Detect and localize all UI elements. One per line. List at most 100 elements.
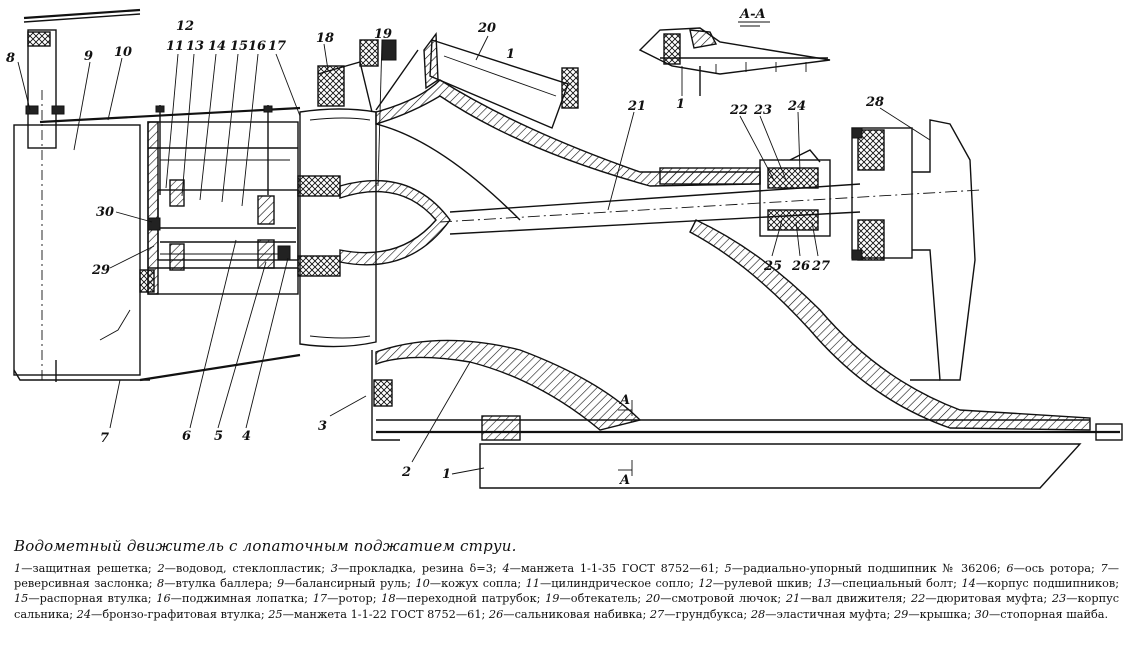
legend-item: 16—поджимная лопатка; [156,592,308,605]
legend-item-text: —прокладка, резина δ=3; [337,562,497,575]
section-a-a-inset [638,21,831,96]
legend-item-number: 6 [1006,562,1014,575]
legend-item-number: 2 [157,562,165,575]
legend-item-number: 23 [1051,592,1067,606]
legend-item-text: —водовод, стеклопластик; [164,562,326,575]
water-duct [375,79,1091,431]
legend-item-text: —корпус подшипников; [975,577,1120,591]
legend-item-number: 20 [645,592,661,606]
legend-item: 17—ротор; [313,592,377,605]
callout-3: 3 [318,419,327,434]
legend-item-text: —манжета 1-1-35 ГОСТ 8752—61; [509,562,719,575]
section-a-a-label: A-A [738,7,766,22]
legend-item: 8—втулка баллера; [157,577,273,590]
callout-8: 8 [6,51,15,66]
callout-30: 30 [96,205,114,220]
legend-item-text: —ось ротора; [1013,562,1095,575]
callout-2: 2 [401,465,411,480]
legend-item-number: 25 [268,607,283,621]
transition-pipe [317,39,419,113]
legend-item-text: —обтекатель; [559,592,642,606]
legend-item: 23—корпус сальника; [14,592,1119,620]
legend-item-number: 1 [14,562,22,575]
legend-item: 1—защитная решетка; [14,562,152,575]
callout-4: 4 [242,429,251,444]
callout-25: 25 [763,259,782,274]
waterjet-drawing: 8 9 10 12 11 13 14 15 16 17 18 19 20 1 2… [6,7,1123,489]
legend-item-text: —рулевой шкив; [712,577,813,591]
legend-item-number: 3 [330,562,338,575]
legend-item-number: 7 [1100,562,1108,575]
legend-item: 9—балансирный руль; [277,577,411,590]
legend-item-number: 19 [545,592,560,606]
legend-item: 22—дюритовая муфта; [911,592,1047,605]
legend-item-text: —радиально-упорный подшипник № 36206; [731,562,1001,575]
legend-item: 12—рулевой шкив; [698,577,812,590]
parts-legend: 1—защитная решетка; 2—водовод, стеклопла… [14,561,1119,622]
callout-5: 5 [214,429,223,444]
rotor [297,108,377,348]
legend-item-text: —стопорная шайба. [988,607,1109,621]
fairing [339,179,451,266]
callout-12: 12 [176,19,194,34]
callout-22: 22 [729,103,748,118]
legend-item: 19—обтекатель; [545,592,641,605]
legend-item-text: —манжета 1-1-22 ГОСТ 8752—61; [282,607,486,621]
callout-19: 19 [374,27,392,42]
balance-rudder [13,29,150,382]
section-mark-bottom: A [618,473,630,488]
callout-11: 11 [166,39,184,54]
legend-item-number: 14 [961,577,976,591]
legend-item-text: —бронзо-графитовая втулка; [91,607,265,621]
legend-item: 3—прокладка, резина δ=3; [331,562,497,575]
legend-item-number: 5 [724,562,732,575]
callout-15: 15 [230,39,248,54]
legend-item-number: 30 [974,607,989,621]
legend-item: 4—манжета 1-1-35 ГОСТ 8752—61; [502,562,718,575]
legend-item: 29—крышка; [894,608,971,621]
legend-item-text: —цилиндрическое сопло; [539,577,694,591]
legend-item: 30—стопорная шайба. [975,608,1109,621]
callout-7: 7 [100,431,109,446]
legend-item-number: 12 [698,577,713,591]
legend-item: 20—смотровой лючок; [646,592,781,605]
legend-item-number: 16 [156,592,171,606]
legend-item-number: 28 [750,607,766,621]
callout-29: 29 [91,263,110,278]
legend-item-number: 15 [14,592,29,606]
legend-item-text: —эластичная муфта; [765,607,891,621]
elastic-coupling [851,119,976,381]
legend-item-number: 21 [785,592,801,606]
figure-caption: Водометный движитель с лопаточным поджат… [14,537,1119,622]
legend-item-text: —вал движителя; [800,592,907,606]
callout-23: 23 [753,103,772,118]
legend-item-number: 26 [488,607,504,621]
legend-item-text: —балансирный руль; [284,577,411,591]
legend-item-number: 29 [893,607,909,621]
callout-18: 18 [316,31,334,46]
callout-26: 26 [791,259,810,274]
legend-item-text: —защитная решетка; [21,562,152,575]
legend-item-text: —крышка; [908,607,972,621]
callout-16: 16 [248,39,266,54]
legend-item-text: —грундбукса; [664,607,748,621]
legend-item-text: —ротор; [327,592,377,606]
legend-item: 5—радиально-упорный подшипник № 36206; [725,562,1001,575]
legend-item-text: —специальный болт; [830,577,957,591]
legend-item-text: —реверсивная заслонка; [14,562,1119,591]
callout-17: 17 [268,39,286,54]
gland-assembly [659,149,831,237]
callout-10: 10 [114,45,132,60]
legend-item-text: —дюритовая муфта; [925,592,1048,606]
protective-grate [371,350,1123,489]
legend-item: 7—реверсивная заслонка; [14,562,1119,590]
legend-item: 26—сальниковая набивка; [489,608,646,621]
legend-item-number: 24 [76,607,92,621]
callout-labels: 8 9 10 12 11 13 14 15 16 17 18 19 20 1 2… [6,7,884,488]
section-mark-top: A [618,393,630,408]
callout-1-bottom: 1 [442,467,451,482]
legend-item-text: —кожух сопла; [429,577,522,591]
caption-title: Водометный движитель с лопаточным поджат… [14,537,517,555]
legend-item-number: 17 [312,592,328,606]
legend-item-text: —сальниковая набивка; [503,607,647,621]
